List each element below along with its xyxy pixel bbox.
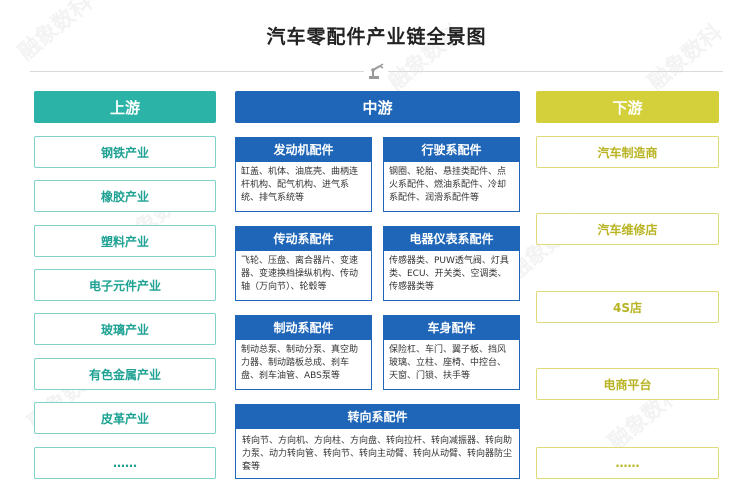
midstream-box: 传动系配件 飞轮、压盘、离合器片、变速器、变速换档操纵机构、传动轴（万向节）、轮… <box>235 226 372 301</box>
midstream-box: 制动系配件 制动总泵、制动分泵、真空助力器、制动踏板总成、刹车盘、刹车油管、AB… <box>235 315 372 390</box>
downstream-item: 汽车维修店 <box>536 213 719 245</box>
midstream-box: 电器仪表系配件 传感器类、PUW透气阀、灯具类、ECU、开关类、空调类、传感器类… <box>383 226 520 301</box>
midstream-box: 行驶系配件 钢圈、轮胎、悬挂类配件、点火系配件、燃油系配件、冷却系配件、润滑系配… <box>383 137 520 212</box>
downstream-item: …… <box>536 447 719 479</box>
midstream-box-title: 转向系配件 <box>235 404 520 429</box>
midstream-box-title: 车身配件 <box>383 315 520 340</box>
midstream-header: 中游 <box>235 91 520 123</box>
downstream-item: 4S店 <box>536 291 719 323</box>
midstream-box-desc: 传感器类、PUW透气阀、灯具类、ECU、开关类、空调类、传感器类等 <box>383 251 520 301</box>
upstream-item: 钢铁产业 <box>34 136 216 168</box>
upstream-item: 电子元件产业 <box>34 269 216 301</box>
upstream-item: 玻璃产业 <box>34 313 216 345</box>
upstream-item: 皮革产业 <box>34 402 216 434</box>
midstream-box-desc: 飞轮、压盘、离合器片、变速器、变速换档操纵机构、传动轴（万向节）、轮毂等 <box>235 251 372 301</box>
downstream-item: 电商平台 <box>536 368 719 400</box>
midstream-box-title: 制动系配件 <box>235 315 372 340</box>
midstream-box-desc: 转向节、方向机、方向柱、方向盘、转向拉杆、转向减振器、转向助力泵、动力转向管、转… <box>235 429 520 479</box>
page-title: 汽车零配件产业链全景图 <box>266 26 487 48</box>
midstream-box-title: 发动机配件 <box>235 137 372 162</box>
upstream-item: 塑料产业 <box>34 225 216 257</box>
robot-arm-icon <box>364 59 388 83</box>
upstream-item: 橡胶产业 <box>34 180 216 212</box>
downstream-header: 下游 <box>536 91 719 123</box>
upstream-header: 上游 <box>34 91 216 123</box>
midstream-box-desc: 保险杠、车门、翼子板、挡风玻璃、立柱、座椅、中控台、天窗、门锁、扶手等 <box>383 340 520 390</box>
midstream-box-desc: 制动总泵、制动分泵、真空助力器、制动踏板总成、刹车盘、刹车油管、ABS泵等 <box>235 340 372 390</box>
midstream-box-title: 传动系配件 <box>235 226 372 251</box>
midstream-box-desc: 缸盖、机体、油底壳、曲柄连杆机构、配气机构、进气系统、排气系统等 <box>235 162 372 212</box>
midstream-box-desc: 钢圈、轮胎、悬挂类配件、点火系配件、燃油系配件、冷却系配件、润滑系配件等 <box>383 162 520 212</box>
midstream-box-title: 电器仪表系配件 <box>383 226 520 251</box>
upstream-item: …… <box>34 447 216 479</box>
midstream-box: 车身配件 保险杠、车门、翼子板、挡风玻璃、立柱、座椅、中控台、天窗、门锁、扶手等 <box>383 315 520 390</box>
midstream-box: 转向系配件 转向节、方向机、方向柱、方向盘、转向拉杆、转向减振器、转向助力泵、动… <box>235 404 520 479</box>
midstream-box: 发动机配件 缸盖、机体、油底壳、曲柄连杆机构、配气机构、进气系统、排气系统等 <box>235 137 372 212</box>
downstream-item: 汽车制造商 <box>536 136 719 168</box>
midstream-box-title: 行驶系配件 <box>383 137 520 162</box>
upstream-item: 有色金属产业 <box>34 358 216 390</box>
